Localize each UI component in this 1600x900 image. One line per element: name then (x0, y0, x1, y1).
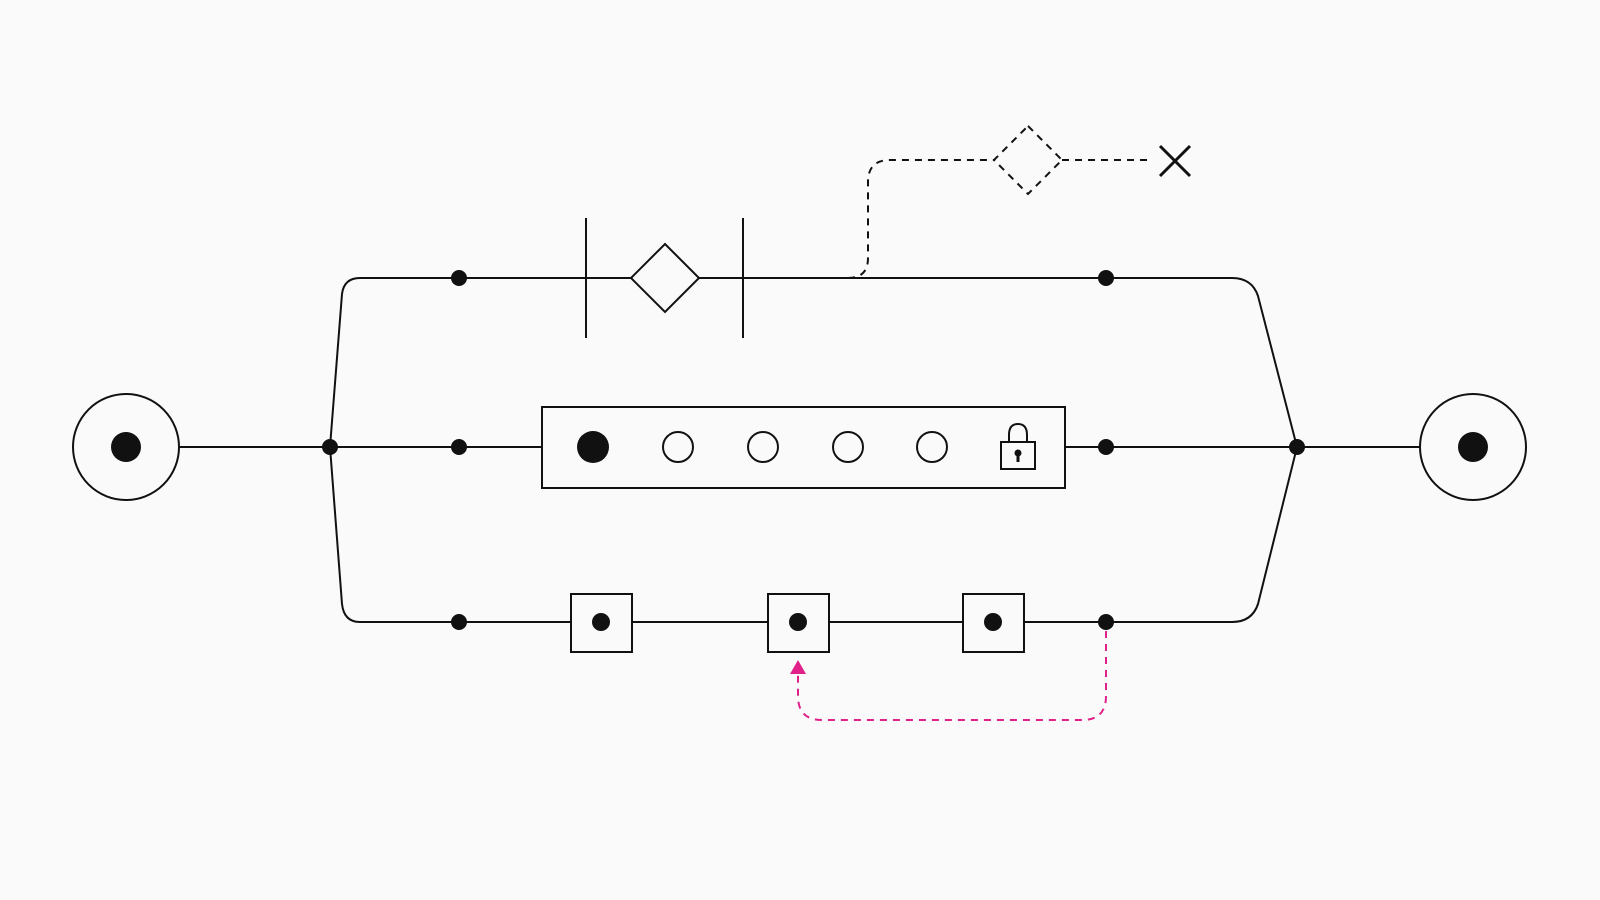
step-empty-icon (832, 431, 864, 463)
step-box-dot-icon (789, 613, 807, 631)
split-junction (322, 439, 338, 455)
bottom-step-boxes (570, 593, 1025, 653)
step-box-dot-icon (984, 613, 1002, 631)
middle-junction-left (451, 439, 467, 455)
step-box[interactable] (962, 593, 1025, 653)
top-junction-left (451, 270, 467, 286)
step-box[interactable] (767, 593, 830, 653)
dashed-diamond-icon[interactable] (992, 124, 1064, 196)
lock-icon (1000, 422, 1036, 470)
decision-diamond-icon[interactable] (629, 242, 701, 314)
merge-junction (1289, 439, 1305, 455)
start-node-dot-icon (111, 432, 141, 462)
feedback-loop-path (797, 631, 1107, 721)
arrow-up-icon (790, 660, 806, 674)
junctions (322, 270, 1305, 630)
top-branch-decision (585, 218, 744, 338)
end-node-dot-icon (1458, 432, 1488, 462)
middle-junction-right (1098, 439, 1114, 455)
sequence-frame (541, 406, 1066, 489)
step-filled-icon (577, 431, 609, 463)
escape-path (847, 124, 1150, 279)
middle-sequence-box[interactable] (541, 406, 1066, 489)
step-empty-icon (747, 431, 779, 463)
escape-path-line (847, 159, 996, 279)
top-branch-path (329, 277, 1298, 448)
top-junction-right (1098, 270, 1114, 286)
bottom-junction-right (1098, 614, 1114, 630)
step-box-dot-icon (592, 613, 610, 631)
terminate-x-icon[interactable] (1158, 144, 1192, 178)
feedback-loop (790, 631, 1107, 721)
start-node[interactable] (72, 393, 180, 501)
step-box[interactable] (570, 593, 633, 653)
step-empty-icon (662, 431, 694, 463)
end-node[interactable] (1419, 393, 1527, 501)
bottom-junction-left (451, 614, 467, 630)
step-empty-icon (916, 431, 948, 463)
